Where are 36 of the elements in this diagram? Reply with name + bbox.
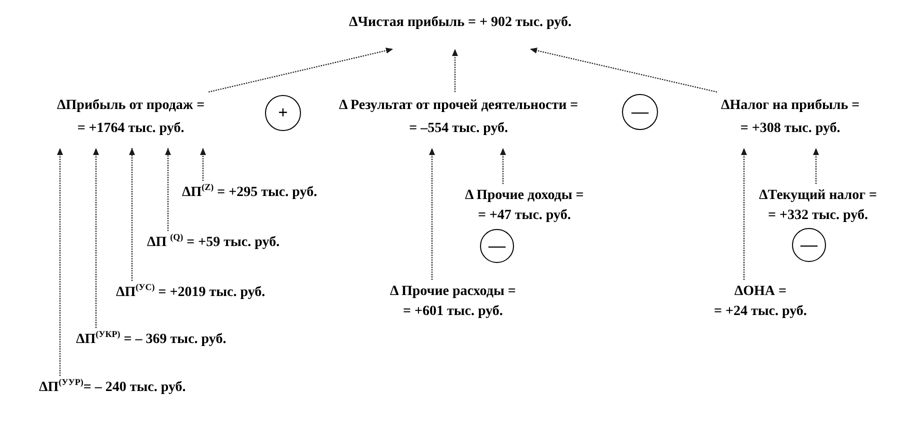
arrow <box>200 148 206 181</box>
arrow <box>57 148 63 376</box>
metric-label: ΔОНА = <box>733 283 788 301</box>
metric-value: = +308 тыс. руб. <box>739 120 842 138</box>
metric-value: = +601 тыс. руб. <box>402 303 504 321</box>
metric-value: = +332 тыс. руб. <box>767 207 869 225</box>
factor-label: ΔП$^{(УС)}$ = +2019 тыс. руб. <box>116 283 266 302</box>
metric-value: = +24 тыс. руб. <box>714 303 807 321</box>
metric-label: ΔНалог на прибыль = <box>721 97 860 115</box>
metric-label: ΔПрибыль от продаж = <box>57 97 205 115</box>
operator-circle: + <box>265 95 301 131</box>
arrow <box>429 148 435 280</box>
operator-circle: — <box>622 94 658 130</box>
metric-label: Δ Прочие расходы = <box>390 283 516 301</box>
arrow <box>165 148 171 231</box>
factor-label: ΔП$^{(УКР)}$ = – 369 тыс. руб. <box>76 330 226 349</box>
arrow <box>93 148 99 328</box>
factor-label: ΔП$^{(УУР)}$= – 240 тыс. руб. <box>39 378 186 397</box>
metric-value: = +1764 тыс. руб. <box>76 120 186 138</box>
arrow <box>530 48 718 93</box>
factor-label: ΔП $^{(Q)}$ = +59 тыс. руб. <box>147 233 280 252</box>
arrow <box>500 148 506 184</box>
metric-value: = +47 тыс. руб. <box>476 207 572 225</box>
arrow <box>129 148 135 281</box>
metric-label: Δ Результат от прочей деятельности = <box>339 97 578 115</box>
metric-label: Δ Прочие доходы = <box>465 187 584 205</box>
arrow <box>452 49 458 92</box>
arrow <box>741 148 747 280</box>
metric-value: = –554 тыс. руб. <box>408 120 510 138</box>
total-label: ΔЧистая прибыль = + 902 тыс. руб. <box>349 14 572 32</box>
arrow <box>813 148 819 184</box>
operator-circle: — <box>792 228 826 262</box>
operator-circle: — <box>480 229 514 263</box>
metric-label: ΔТекущий налог = <box>759 187 877 205</box>
factor-label: ΔП$^{(Z)}$ = +295 тыс. руб. <box>182 183 318 202</box>
arrow <box>208 48 394 93</box>
